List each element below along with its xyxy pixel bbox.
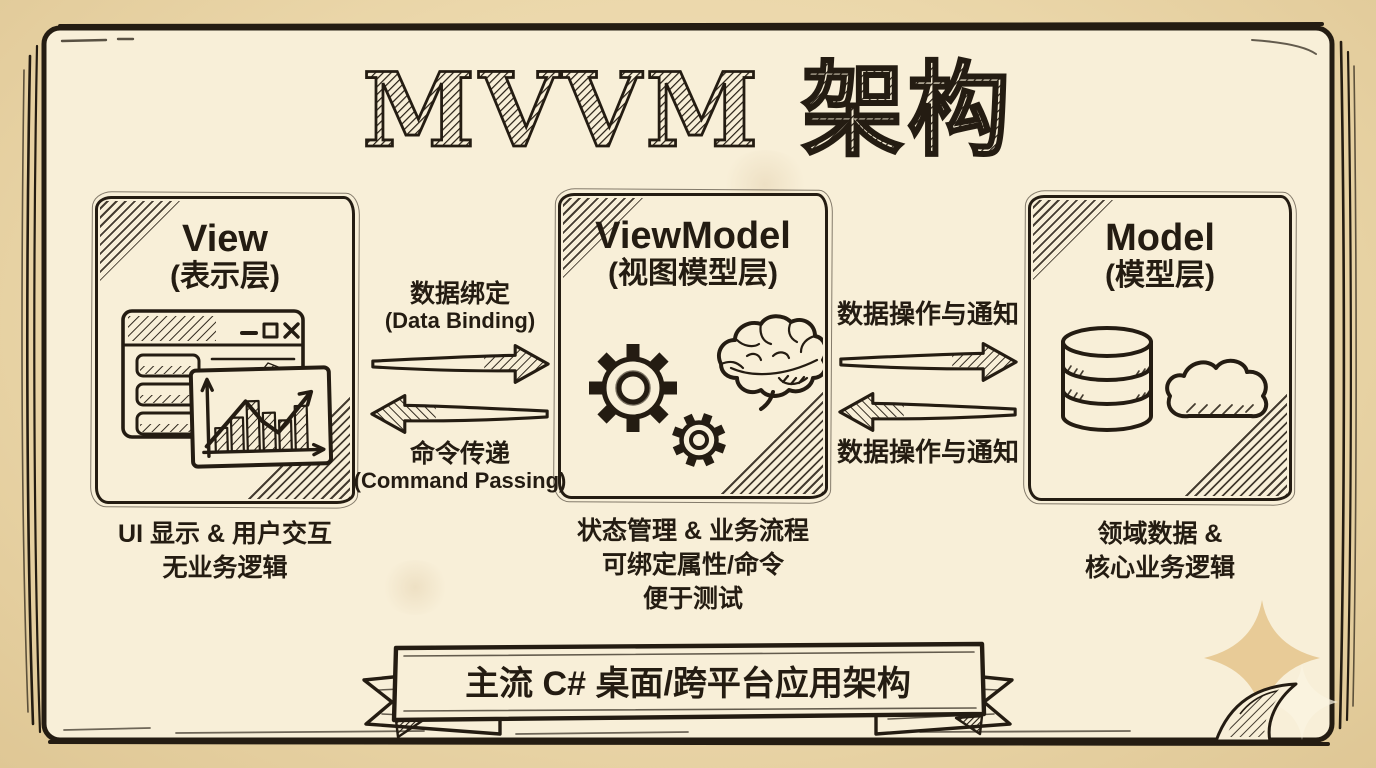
view-card-title: View xyxy=(182,218,268,260)
viewmodel-card-title: ViewModel xyxy=(595,215,791,257)
gear-icon-small xyxy=(672,413,726,467)
viewmodel-icon xyxy=(589,314,823,467)
label-data-binding-en: (Data Binding) xyxy=(384,308,536,333)
view-card-layer: (表示层) xyxy=(170,260,280,293)
model-desc-line1: 领域数据 & xyxy=(1097,520,1223,548)
label-data-ops-top: 数据操作与通知 xyxy=(836,299,1019,329)
cloud-icon xyxy=(1165,358,1269,419)
view-desc-line2: 无业务逻辑 xyxy=(162,554,288,582)
viewmodel-desc-line2: 可绑定属性/命令 xyxy=(602,551,784,579)
title-banner: MVVM 架构 xyxy=(361,50,1014,173)
viewmodel-card-layer: (视图模型层) xyxy=(608,257,778,290)
model-card-title: Model xyxy=(1105,217,1215,259)
gear-icon xyxy=(589,344,677,432)
database-icon xyxy=(1061,326,1153,432)
sparkle-icon xyxy=(1204,600,1320,716)
model-card: Model (模型层) xyxy=(1028,195,1292,501)
view-desc-line1: UI 显示 & 用户交互 xyxy=(118,520,332,548)
banner-label: 主流 C# 桌面/跨平台应用架构 xyxy=(465,665,911,703)
model-icon xyxy=(1061,326,1269,432)
chart-icon xyxy=(188,365,334,469)
sparkle-icon-small xyxy=(1266,664,1338,740)
viewmodel-desc-line1: 状态管理 & 业务流程 xyxy=(577,517,809,545)
viewmodel-description: 状态管理 & 业务流程 可绑定属性/命令 便于测试 xyxy=(533,514,853,616)
label-command-passing-en: (Command Passing) xyxy=(353,468,567,493)
ribbon-banner xyxy=(362,641,1014,739)
view-icon xyxy=(121,309,334,469)
label-data-binding-zh: 数据绑定 xyxy=(409,280,510,308)
viewmodel-card: ViewModel (视图模型层) xyxy=(558,193,828,499)
model-desc-line2: 核心业务逻辑 xyxy=(1084,554,1235,582)
arrow-data-binding xyxy=(371,344,550,384)
arrow-command-passing xyxy=(370,394,549,434)
arrow-data-ops-right xyxy=(839,342,1018,382)
model-description: 领域数据 & 核心业务逻辑 xyxy=(1015,517,1305,585)
page-curl xyxy=(1214,682,1298,743)
model-card-layer: (模型层) xyxy=(1105,259,1215,292)
label-command-passing-zh: 命令传递 xyxy=(409,440,510,468)
view-card: View (表示层) xyxy=(95,196,355,504)
viewmodel-desc-line3: 便于测试 xyxy=(642,585,743,613)
label-data-ops-bottom: 数据操作与通知 xyxy=(836,437,1019,467)
arrow-data-ops-left xyxy=(838,392,1017,432)
brain-icon xyxy=(716,314,823,411)
page-title: MVVM 架构 xyxy=(362,51,1014,171)
view-description: UI 显示 & 用户交互 无业务逻辑 xyxy=(75,517,375,585)
